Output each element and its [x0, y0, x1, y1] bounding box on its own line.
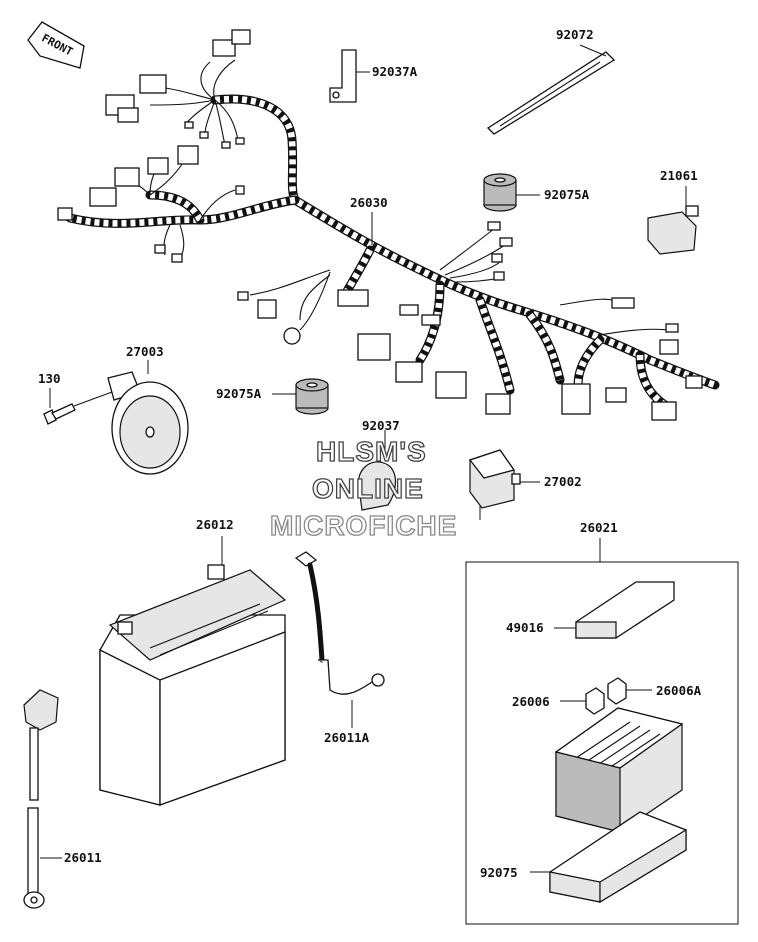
front-arrow-icon: FRONT	[27, 21, 85, 69]
cable-tie-92072	[486, 44, 616, 135]
cover-49016	[554, 581, 675, 639]
label-92075: 92075	[480, 865, 518, 880]
label-26021: 26021	[580, 520, 618, 535]
label-26006A: 26006A	[656, 683, 702, 698]
label-130: 130	[38, 371, 61, 386]
label-21061: 21061	[660, 168, 698, 183]
label-92075A-top: 92075A	[544, 187, 590, 202]
clamp-92037A	[329, 49, 370, 103]
label-26030: 26030	[350, 195, 388, 210]
fuse-26006A	[607, 677, 652, 705]
bolt-130	[43, 388, 113, 425]
label-92037: 92037	[362, 418, 400, 433]
horn-27003	[107, 360, 189, 475]
harness-connectors	[57, 29, 703, 421]
watermark-line-2: ONLINE	[312, 473, 424, 504]
label-27002: 27002	[544, 474, 582, 489]
clamp-92037	[357, 430, 397, 511]
fuse-26006	[560, 687, 605, 715]
cable-26011	[23, 689, 62, 909]
label-26011A: 26011A	[324, 730, 370, 745]
label-49016: 49016	[506, 620, 544, 635]
rubber-cover-92075	[530, 811, 687, 904]
battery-26012	[99, 536, 287, 806]
unit-21061	[647, 186, 699, 255]
cable-26011A	[294, 551, 385, 728]
damper-92075A-mid	[272, 378, 329, 415]
damper-92075A-top	[483, 173, 540, 212]
label-26006: 26006	[512, 694, 550, 709]
label-92037A: 92037A	[372, 64, 418, 79]
watermark-line-1: HLSM'S	[316, 436, 427, 467]
label-92075A-mid: 92075A	[216, 386, 262, 401]
label-92072: 92072	[556, 27, 594, 42]
watermark-line-3: MICROFICHE	[270, 510, 457, 541]
wiring-harness-26030	[65, 59, 720, 410]
label-26012: 26012	[196, 517, 234, 532]
fuse-box-26021-group	[465, 538, 739, 925]
relay-27002	[468, 449, 540, 520]
fuse-box-body	[554, 707, 684, 833]
label-26011: 26011	[64, 850, 102, 865]
label-27003: 27003	[126, 344, 164, 359]
